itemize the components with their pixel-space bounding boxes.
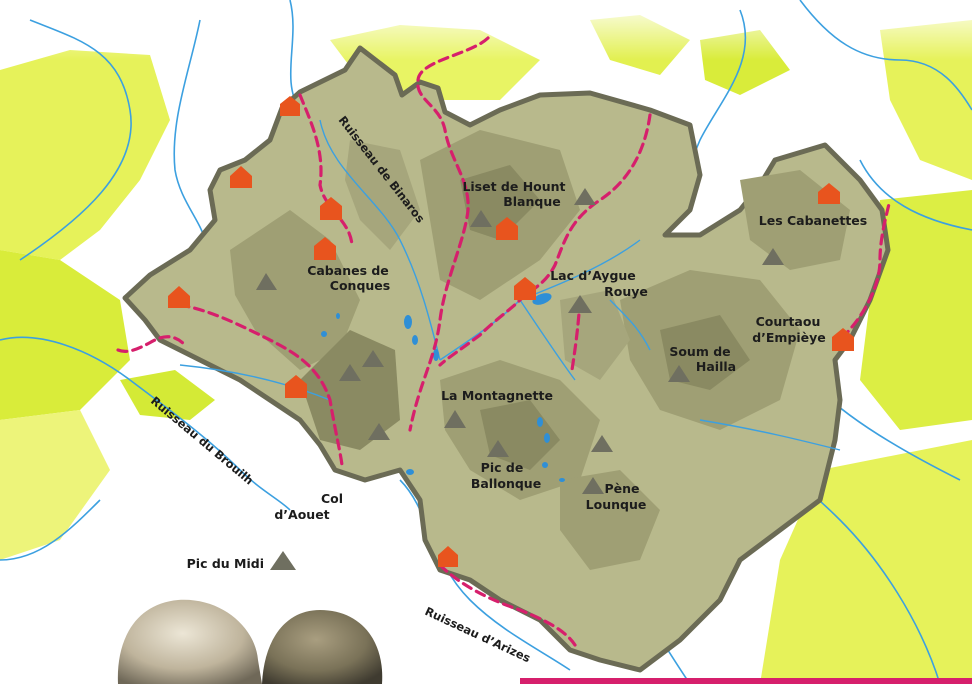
bottom-rule — [520, 678, 972, 684]
label-pic-midi: Pic du Midi — [187, 556, 264, 571]
legend-peak-icon — [270, 551, 296, 570]
top-fade — [0, 0, 972, 60]
valley-area — [122, 45, 891, 673]
hut-icon — [168, 96, 854, 567]
label-ruisseau-arizes: Ruisseau d’Arizes — [423, 604, 533, 665]
hiking-trails — [116, 36, 892, 647]
label-montagnette: La Montagnette — [441, 388, 553, 403]
label-cabanettes: Les Cabanettes — [759, 213, 867, 228]
stone-icon — [117, 599, 383, 684]
peak-icon — [256, 188, 784, 570]
lake-icon — [321, 293, 565, 482]
